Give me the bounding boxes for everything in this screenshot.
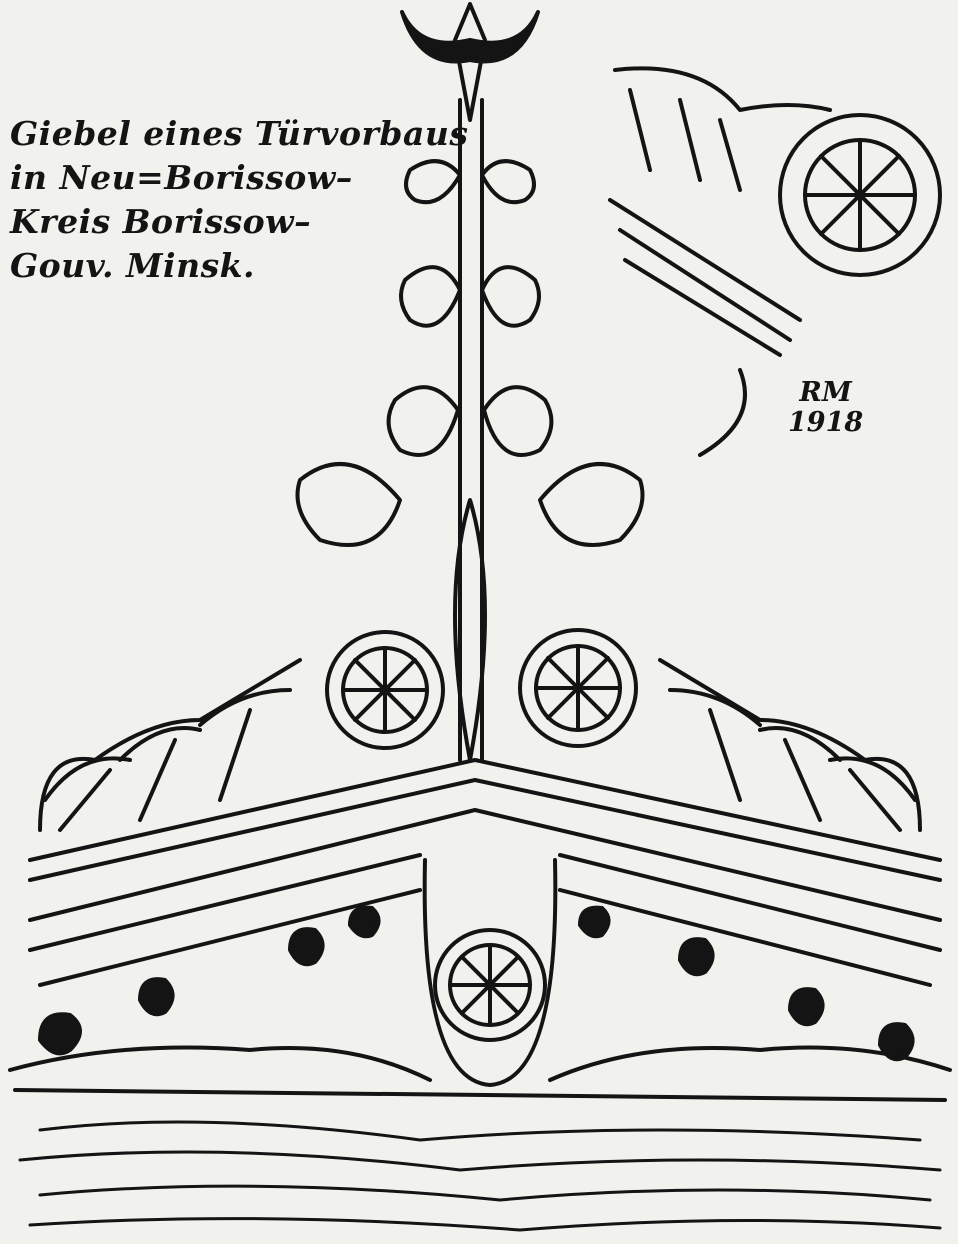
caption-line-2: in Neu=Borissow–	[10, 158, 353, 197]
signature-year: 1918	[788, 407, 864, 438]
caption: Giebel eines Türvorbaus in Neu=Borissow–…	[10, 112, 468, 288]
caption-line-4: Gouv. Minsk.	[10, 246, 256, 285]
cornice-detail	[608, 66, 832, 457]
wood-grain	[18, 1120, 942, 1232]
rosette-detail	[778, 113, 942, 277]
scroll-carving	[38, 905, 915, 1062]
signature-initials: RM	[799, 377, 852, 408]
caption-line-1: Giebel eines Türvorbaus	[10, 114, 469, 153]
lower-fascia	[8, 1045, 952, 1102]
rosette-center	[422, 858, 558, 1087]
artist-signature: RM 1918	[788, 378, 863, 438]
gable-boards	[28, 758, 942, 987]
rosette-left	[325, 630, 445, 750]
rosette-right	[518, 628, 638, 748]
caption-line-3: Kreis Borissow–	[10, 202, 312, 241]
arched-gallery	[38, 658, 922, 832]
